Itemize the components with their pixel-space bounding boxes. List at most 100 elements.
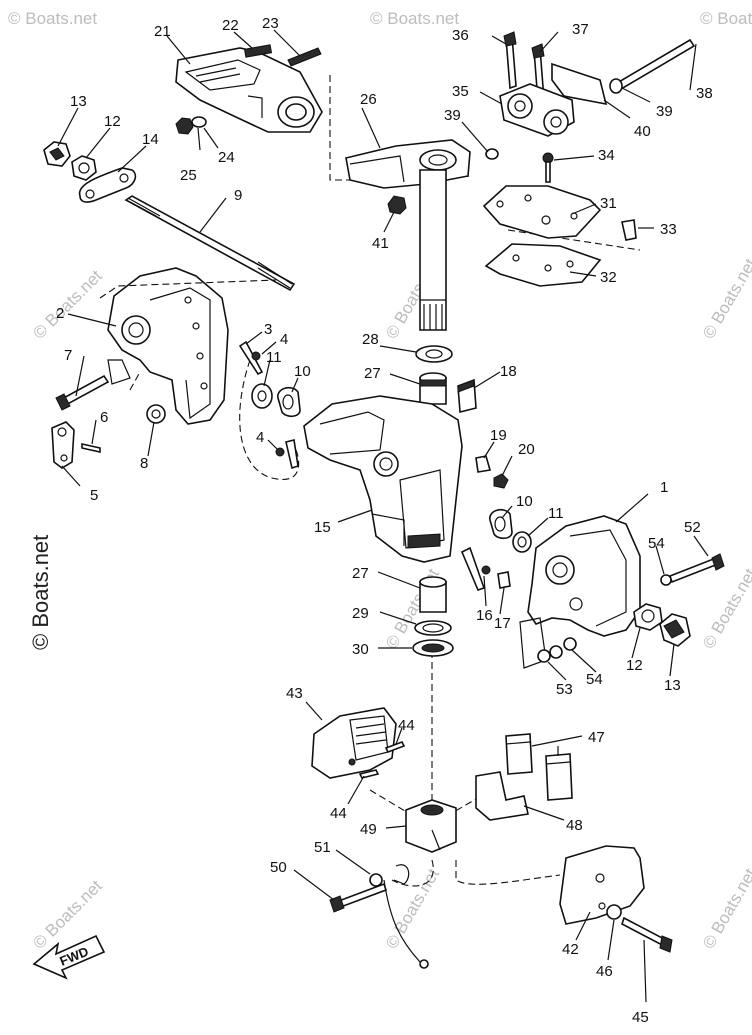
plate-22: [243, 44, 273, 58]
screw-23: [287, 47, 322, 67]
callout-44: 44: [398, 717, 415, 734]
callout-16: 16: [476, 607, 493, 624]
cotter-pin-3: [238, 340, 264, 376]
block-35: [499, 83, 575, 137]
bolt-16: [481, 565, 491, 575]
trim-plate-42: [559, 845, 645, 925]
cap-17: [497, 571, 511, 589]
callout-49: 49: [360, 821, 377, 838]
watermark: © Boats.net: [370, 9, 459, 28]
callout-52: 52: [684, 519, 701, 536]
clamp-bracket-2: [107, 267, 229, 425]
callout-28: 28: [362, 331, 379, 348]
callout-27: 27: [352, 565, 369, 582]
pin-6: [81, 443, 101, 453]
callout-6: 6: [100, 409, 108, 426]
callout-39: 39: [656, 103, 673, 120]
callout-47: 47: [588, 729, 605, 746]
pin-44-upper: [384, 740, 406, 754]
callout-34: 34: [598, 147, 615, 164]
rod-38: [610, 38, 696, 94]
callout-43: 43: [286, 685, 303, 702]
callout-7: 7: [64, 347, 72, 364]
washer-39-left: [485, 148, 499, 160]
callout-4: 4: [280, 331, 288, 348]
callout-8: 8: [140, 455, 148, 472]
callout-5: 5: [90, 487, 98, 504]
watermark: © Boats.net: [8, 9, 97, 28]
shaft-9: [124, 195, 296, 292]
swivel-bracket-15: [303, 395, 463, 563]
callout-54: 54: [648, 535, 665, 552]
cap-nut-13-right-shade: [663, 619, 685, 639]
washer-46: [606, 904, 622, 920]
callout-24: 24: [218, 149, 235, 166]
callout-30: 30: [352, 641, 369, 658]
plate-40: [551, 62, 608, 106]
callout-40: 40: [634, 123, 651, 140]
bolt-52-head: [711, 553, 725, 571]
callout-37: 37: [572, 21, 589, 38]
nut-41: [387, 195, 407, 215]
callout-13: 13: [70, 93, 87, 110]
callout-42: 42: [562, 941, 579, 958]
callout-19: 19: [490, 427, 507, 444]
callout-12: 12: [626, 657, 643, 674]
callout-29: 29: [352, 605, 369, 622]
pin-16: [460, 546, 486, 591]
callout-48: 48: [566, 817, 583, 834]
callout-10: 10: [294, 363, 311, 380]
steering-arm-26: [345, 139, 471, 189]
washer-54-lower: [563, 637, 577, 651]
callout-25: 25: [180, 167, 197, 184]
callout-14: 14: [142, 131, 159, 148]
washer-28: [415, 345, 453, 363]
washer-11: [251, 383, 273, 409]
watermark: © Boats.net: [382, 865, 443, 952]
bushing-10-right: [489, 508, 513, 540]
callout-18: 18: [500, 363, 517, 380]
callout-numbers: 1 2 3 4 4 5 6 7 8 9 10 10 11 11 12 12 13…: [56, 15, 713, 1026]
bolt-50: [334, 882, 388, 910]
watermark-vertical: © Boats.net: [28, 535, 53, 650]
callout-31: 31: [600, 195, 617, 212]
clamp-bracket-1: [519, 515, 641, 669]
bushing-8: [146, 404, 166, 424]
bushing-10: [277, 386, 301, 418]
callout-11: 11: [266, 349, 282, 366]
bolt-19: [475, 455, 492, 473]
watermark: © Boats.net: [699, 865, 752, 952]
nut-12: [71, 155, 97, 181]
callout-10: 10: [516, 493, 533, 510]
collar-49: [405, 799, 457, 853]
washer-39-right: [609, 78, 623, 94]
callout-41: 41: [372, 235, 389, 252]
plate-31: [482, 185, 602, 239]
callout-51: 51: [314, 839, 331, 856]
bracket-21: [175, 47, 323, 133]
callout-21: 21: [154, 23, 171, 40]
callout-1: 1: [660, 479, 668, 496]
bracket-2-dashes: [99, 279, 277, 391]
callout-27: 27: [364, 365, 381, 382]
plate-5: [51, 421, 75, 469]
washer-53: [537, 649, 551, 663]
callout-26: 26: [360, 91, 377, 108]
fitting-33: [621, 219, 637, 241]
callout-4: 4: [256, 429, 264, 446]
callout-15: 15: [314, 519, 331, 536]
bolt-45-head: [659, 935, 673, 953]
callout-20: 20: [518, 441, 535, 458]
callout-32: 32: [600, 269, 617, 286]
ring-29: [414, 620, 452, 636]
watermark: © Boats.net: [699, 255, 752, 342]
bolt-34-shank: [545, 161, 551, 183]
callout-9: 9: [234, 187, 242, 204]
callout-36: 36: [452, 27, 469, 44]
pad-47b: [545, 753, 573, 801]
callout-35: 35: [452, 83, 469, 100]
callout-50: 50: [270, 859, 287, 876]
bolt-52: [669, 556, 719, 584]
